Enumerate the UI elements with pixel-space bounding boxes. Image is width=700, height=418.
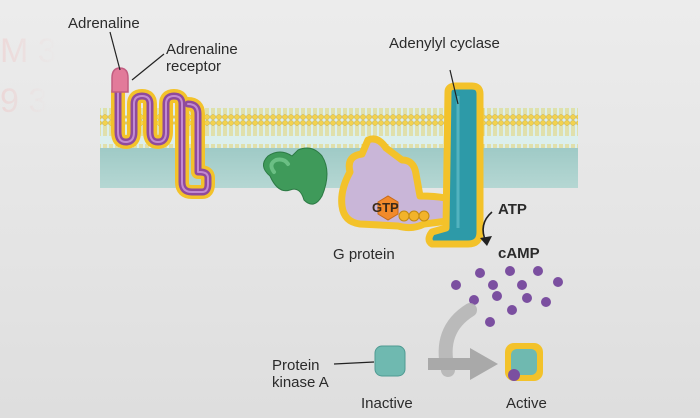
camp-dot — [505, 266, 515, 276]
adrenaline-molecule — [111, 67, 129, 93]
pka-inactive — [374, 345, 406, 377]
pka-pointer — [333, 361, 375, 365]
camp-dot — [492, 291, 502, 301]
camp-dot — [517, 280, 527, 290]
camp-dot — [553, 277, 563, 287]
activation-arrow — [428, 348, 498, 380]
cytoplasm-region — [100, 148, 578, 188]
camp-dot — [522, 293, 532, 303]
protein-kinase-a-label: Protein kinase A — [272, 357, 329, 391]
atp-label: ATP — [498, 201, 527, 218]
camp-dot — [533, 266, 543, 276]
adrenaline-pointer — [109, 31, 121, 71]
adrenaline-receptor — [111, 85, 215, 199]
adenylyl-pointer — [449, 69, 459, 105]
pka-active — [505, 343, 543, 381]
svg-text:M 3: M 3 — [0, 32, 57, 70]
g-protein-label: G protein — [333, 246, 395, 263]
camp-dot — [469, 295, 479, 305]
camp-dot — [507, 305, 517, 315]
camp-molecules — [451, 266, 563, 327]
adrenaline-receptor-label: Adrenaline receptor — [166, 41, 238, 75]
atp-to-camp-arrow — [480, 211, 493, 246]
g-protein-subunit — [263, 147, 328, 205]
camp-dot — [475, 268, 485, 278]
adenylyl-cyclase-label: Adenylyl cyclase — [389, 35, 500, 52]
gtp-molecule — [377, 195, 430, 222]
watermark-smudge: M 3 9 3 — [0, 32, 57, 120]
adrenaline-label: Adrenaline — [68, 15, 140, 32]
camp-dot — [541, 297, 551, 307]
camp-dot — [488, 280, 498, 290]
camp-dot — [451, 280, 461, 290]
gtp-label: GTP — [372, 200, 399, 215]
inactive-label: Inactive — [361, 395, 413, 412]
camp-dot — [485, 317, 495, 327]
camp-label: cAMP — [498, 245, 540, 262]
active-label: Active — [506, 395, 547, 412]
receptor-pointer — [131, 53, 165, 81]
svg-text:9 3: 9 3 — [0, 82, 47, 120]
